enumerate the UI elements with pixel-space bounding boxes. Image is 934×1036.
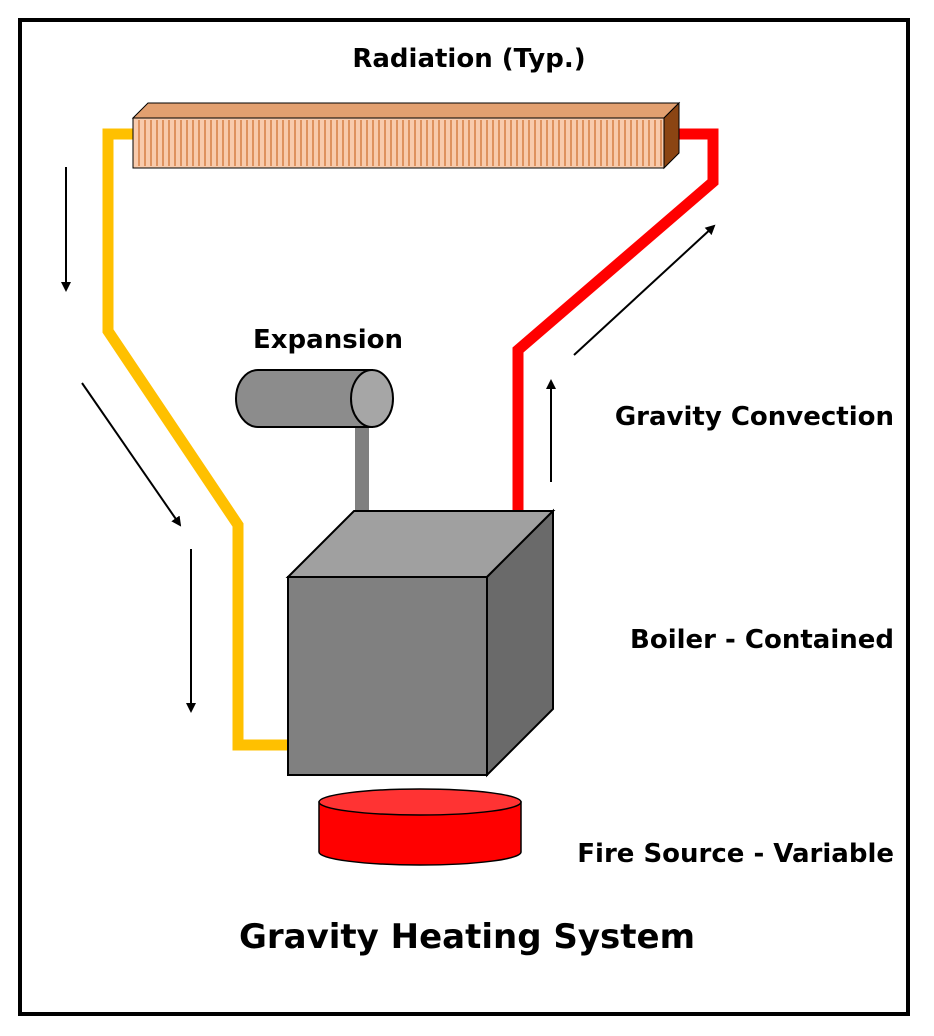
radiation-label: Radiation (Typ.) <box>352 44 585 74</box>
boiler-label: Boiler - Contained <box>630 625 894 655</box>
boiler <box>285 508 556 778</box>
fire-source-label: Fire Source - Variable <box>577 839 894 869</box>
fire-source-top <box>318 788 522 816</box>
radiator-front <box>132 117 665 169</box>
diagram-title: Gravity Heating System <box>239 917 695 957</box>
fire-source <box>318 788 522 866</box>
diagram-frame <box>18 18 910 1016</box>
boiler-front <box>287 576 488 776</box>
expansion-tank-end <box>350 369 394 428</box>
diagonal-arrow <box>573 224 716 356</box>
radiator <box>131 101 681 170</box>
radiator-fins <box>138 120 662 166</box>
diagonal-arrow <box>81 382 182 527</box>
supply-pipe <box>512 128 719 527</box>
expansion-tank <box>235 369 394 428</box>
return-pipe <box>102 128 288 751</box>
radiator-top <box>131 102 681 119</box>
expansion-riser <box>355 425 369 527</box>
gravity-convection-label: Gravity Convection <box>615 402 894 432</box>
expansion-label: Expansion <box>253 325 403 355</box>
